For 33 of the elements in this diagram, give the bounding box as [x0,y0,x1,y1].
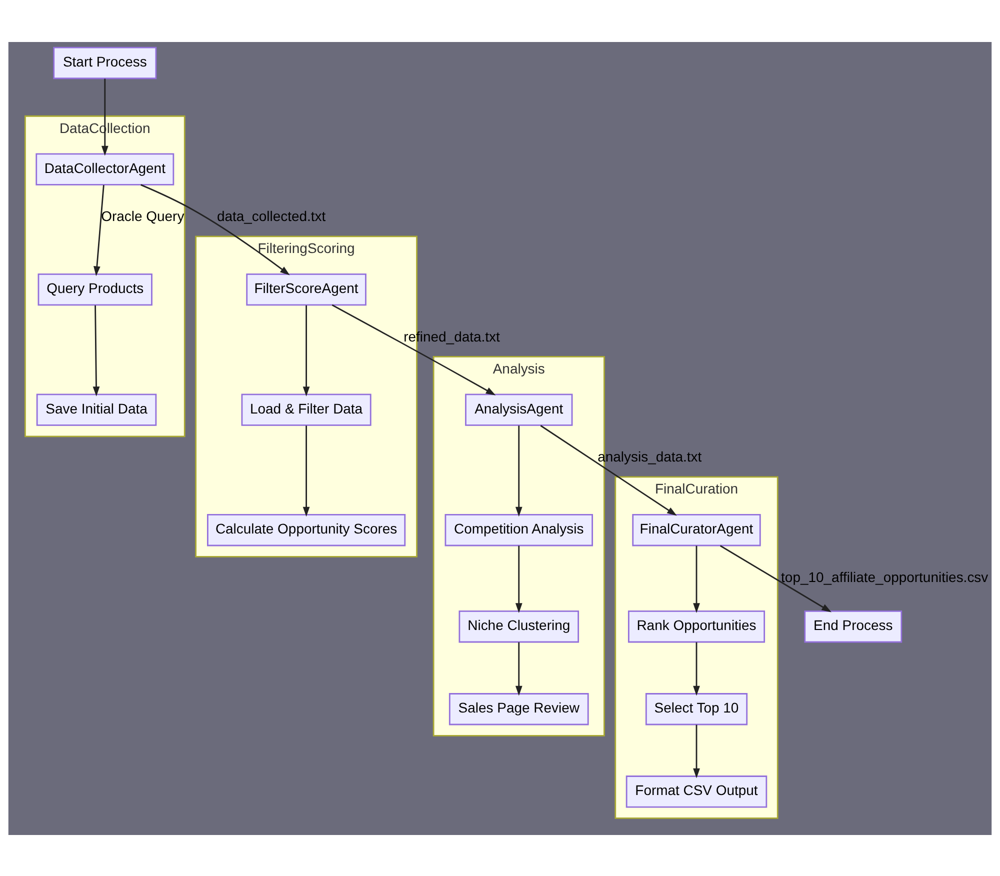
node-box: Start Process [53,46,157,79]
arrow [94,184,104,276]
arrow [515,545,522,612]
node-box: FilterScoreAgent [246,272,366,306]
arrow [540,424,677,516]
arrow [515,425,522,516]
node-box: Competition Analysis [444,514,593,546]
node-box: Save Initial Data [36,393,157,426]
node-box: Format CSV Output [626,775,768,808]
arrow [515,642,522,696]
node-box: End Process [804,610,902,642]
node-box: Select Top 10 [645,692,748,725]
edge-label: top_10_affiliate_opportunities.csv [781,568,988,584]
node-box: Load & Filter Data [241,393,372,426]
node-box: Sales Page Review [448,692,589,725]
node-box: AnalysisAgent [465,393,573,426]
node-box: Calculate Opportunity Scores [207,514,406,546]
node-box: Query Products [38,272,152,306]
node-box: Niche Clustering [458,610,580,642]
arrow [92,304,100,396]
arrow [693,724,700,778]
arrow [693,545,700,612]
arrow [720,544,832,612]
arrow [101,78,108,156]
node-box: DataCollectorAgent [36,152,174,185]
edge-label: data_collected.txt [216,208,326,224]
node-box: Rank Opportunities [628,610,766,642]
node-box: FinalCuratorAgent [632,514,761,546]
arrow [332,304,496,395]
arrow [693,642,700,696]
arrow [302,304,310,396]
arrow [140,184,290,275]
arrow [302,425,310,516]
